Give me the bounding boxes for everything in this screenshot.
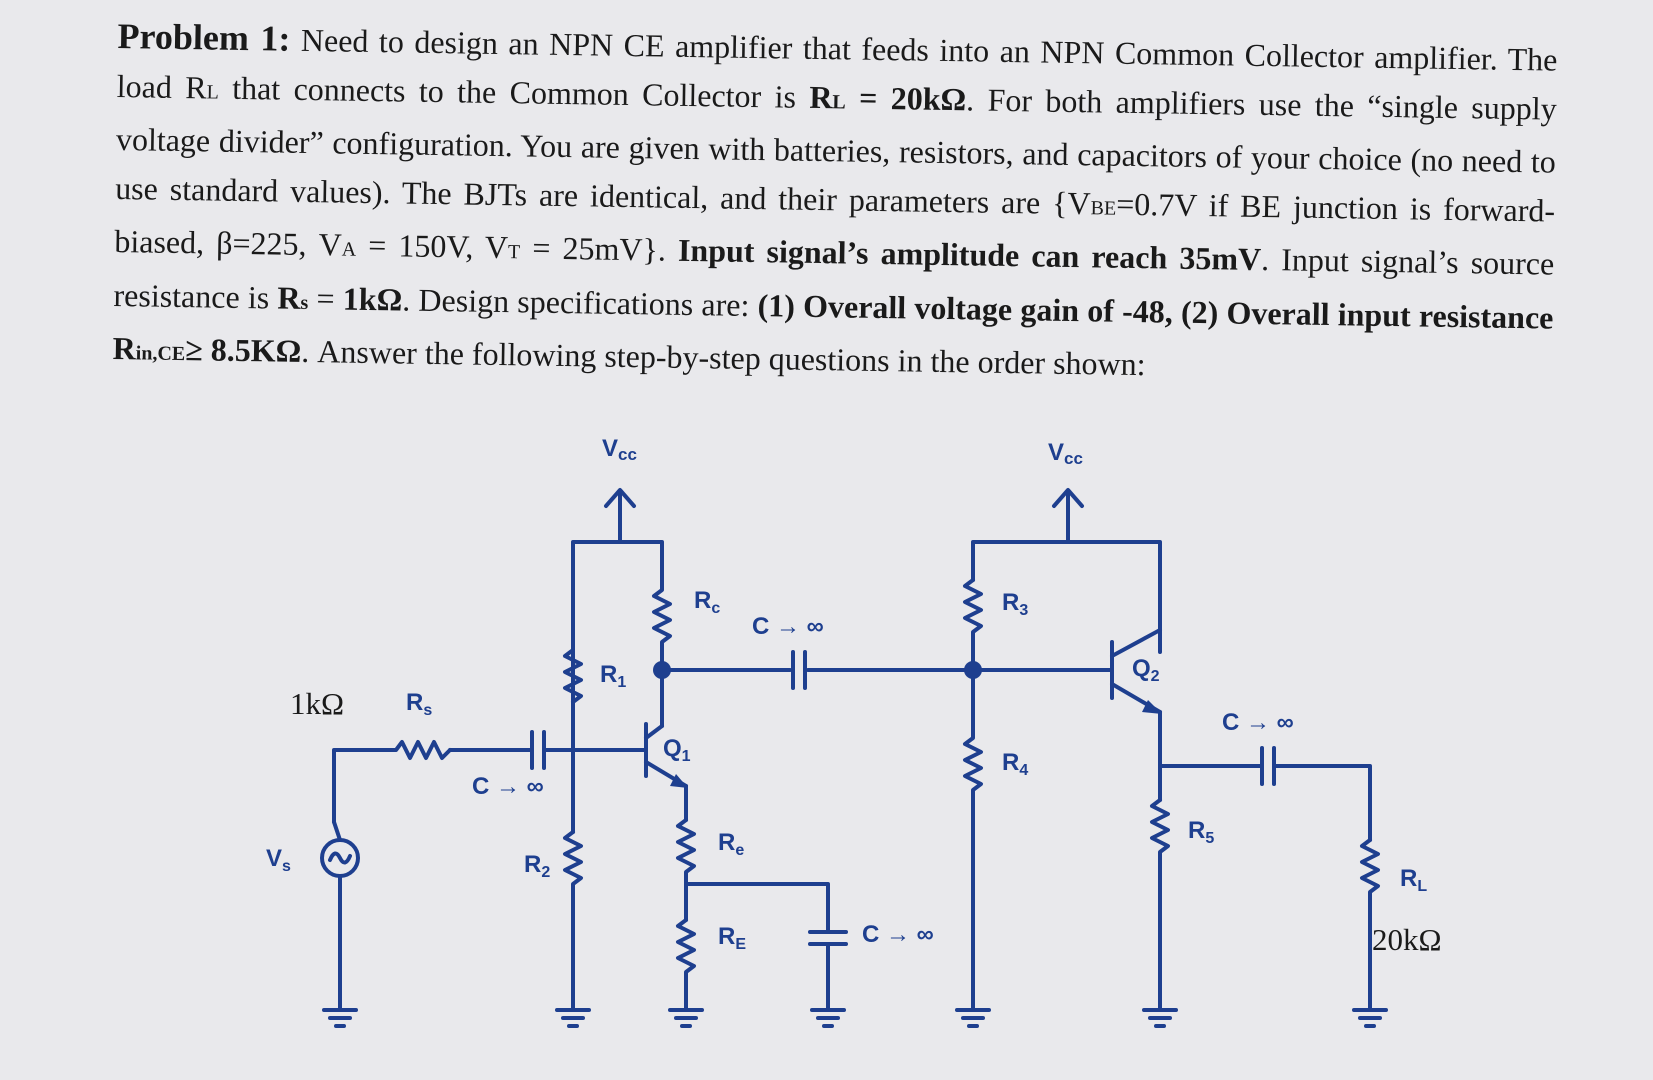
ground-r2 (555, 1008, 591, 1028)
vs-label: Vs (266, 845, 291, 875)
ground-vs (322, 1008, 358, 1028)
sub-a: A (341, 238, 357, 261)
coupling-capacitor (791, 650, 807, 690)
r5-label: R5 (1188, 817, 1214, 847)
input-capacitor (530, 730, 546, 770)
output-capacitor (1260, 746, 1276, 786)
rE-resistor (676, 918, 696, 1012)
re-resistor (676, 818, 696, 886)
vcc2-label: Vcc (1048, 439, 1083, 468)
q2-label: Q2 (1132, 655, 1160, 685)
problem-statement: Problem 1: Need to design an NPN CE ampl… (112, 12, 1558, 400)
coupling-cap-label: C → ∞ (752, 613, 824, 640)
vs-source (320, 820, 360, 1012)
r3-resistor (963, 578, 983, 672)
r2-label: R2 (524, 851, 550, 881)
vcc1-label: Vcc (602, 435, 637, 464)
re-label: Re (718, 829, 744, 859)
problem-text-8: = (308, 279, 344, 317)
sub-be: BE (1090, 196, 1117, 220)
problem-text-6: = 25mV}. (520, 229, 679, 268)
rs-resistor (332, 740, 452, 824)
rs-label: Rs (406, 689, 432, 719)
input-cap-label: C → ∞ (472, 773, 544, 800)
r1-label: R1 (600, 661, 626, 691)
ground-bypass (810, 1008, 846, 1028)
vcc1-supply: Vcc (602, 435, 637, 542)
bypass-cap-label: C → ∞ (862, 921, 934, 948)
circuit-schematic: Vcc Rc C → ∞ R1 Q1 Re RE C → ∞ (266, 435, 1442, 1028)
problem-heading: Problem 1: (117, 15, 291, 59)
rs-spec: Rs (277, 279, 309, 316)
amplitude-spec: Input signal’s amplitude can reach 35mV (677, 231, 1262, 277)
ground-rE (668, 1008, 704, 1028)
r4-resistor (963, 668, 983, 1012)
vcc2-supply: Vcc (1048, 439, 1084, 542)
problem-text-2: that connects to the Common Collector is (218, 69, 810, 115)
rl-label: RL (1400, 865, 1427, 895)
rs-value: 1kΩ (290, 686, 344, 721)
sub-l: L (206, 80, 219, 104)
r1-resistor (563, 648, 583, 704)
r4-label: R4 (1002, 749, 1028, 779)
rc-label: Rc (694, 587, 720, 617)
rE-label: RE (718, 923, 746, 953)
rl-value: 20kΩ (1372, 922, 1442, 957)
sub-t: T (507, 241, 521, 264)
rs-value: 1kΩ (342, 280, 403, 317)
rl-spec: RL = 20kΩ (809, 78, 967, 117)
ground-r5 (1142, 1008, 1178, 1028)
q1-label: Q1 (663, 735, 691, 765)
problem-text-5: = 150V, V (355, 226, 509, 266)
ground-r4 (955, 1008, 991, 1028)
output-cap-label: C → ∞ (1222, 709, 1294, 736)
problem-text-10: . Answer the following step-by-step ques… (301, 332, 1146, 383)
r2-resistor (563, 830, 583, 1012)
q2-transistor (1110, 628, 1162, 714)
problem-text-9: . Design specifications are: (401, 281, 758, 323)
bypass-capacitor (808, 930, 848, 1012)
rc-resistor (652, 580, 672, 654)
ground-rl (1352, 1008, 1388, 1028)
r5-resistor (1150, 798, 1170, 1012)
r3-label: R3 (1002, 589, 1028, 619)
q1-transistor (644, 722, 688, 788)
rl-resistor (1360, 838, 1380, 1012)
